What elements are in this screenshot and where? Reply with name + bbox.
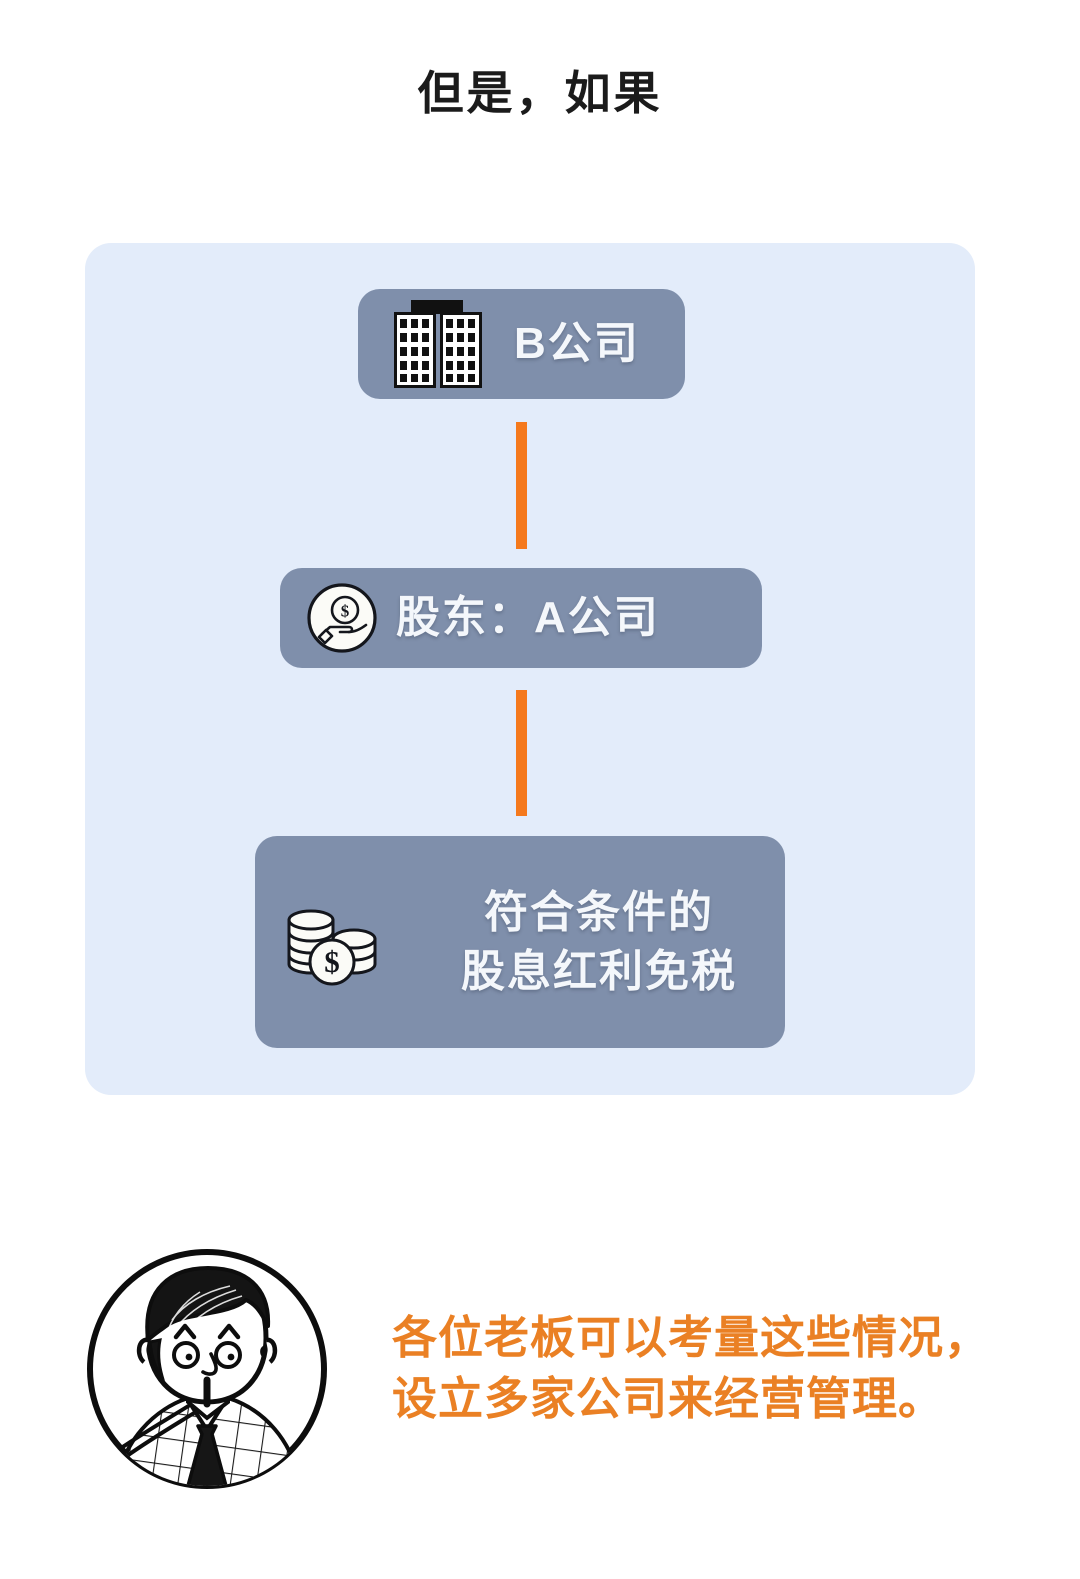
node-tax-exempt-label: 符合条件的 股息红利免税 — [413, 881, 785, 1003]
svg-text:$: $ — [324, 944, 340, 979]
page-title: 但是，如果 — [417, 67, 663, 119]
node-shareholder-a[interactable]: $ 股东：A公司 — [280, 568, 762, 668]
node-company-b-label: B公司 — [514, 319, 640, 369]
connector-shareholder-a-to-tax-exempt — [516, 690, 527, 816]
diagram-panel: B公司 $ 股东：A公司 — [85, 243, 975, 1095]
node-company-b[interactable]: B公司 — [358, 289, 685, 399]
office-building-icon — [388, 298, 488, 390]
svg-text:$: $ — [341, 602, 350, 621]
node-tax-exempt[interactable]: $ 符合条件的 股息红利免税 — [255, 836, 785, 1048]
footer-note-line1: 各位老板可以考量这些情况， — [392, 1312, 991, 1363]
cartoon-businessman-avatar — [80, 1242, 335, 1497]
footer-note: 各位老板可以考量这些情况， 设立多家公司来经营管理。 — [392, 1308, 992, 1430]
node-tax-exempt-label-line2: 股息红利免税 — [461, 946, 737, 996]
node-tax-exempt-label-line1: 符合条件的 — [484, 887, 714, 937]
node-shareholder-a-label: 股东：A公司 — [396, 593, 660, 643]
footer-note-line2: 设立多家公司来经营管理。 — [392, 1372, 945, 1424]
coin-stack-icon: $ — [281, 892, 385, 992]
hand-holding-coin-icon: $ — [306, 582, 378, 654]
connector-company-b-to-shareholder-a — [516, 422, 527, 549]
